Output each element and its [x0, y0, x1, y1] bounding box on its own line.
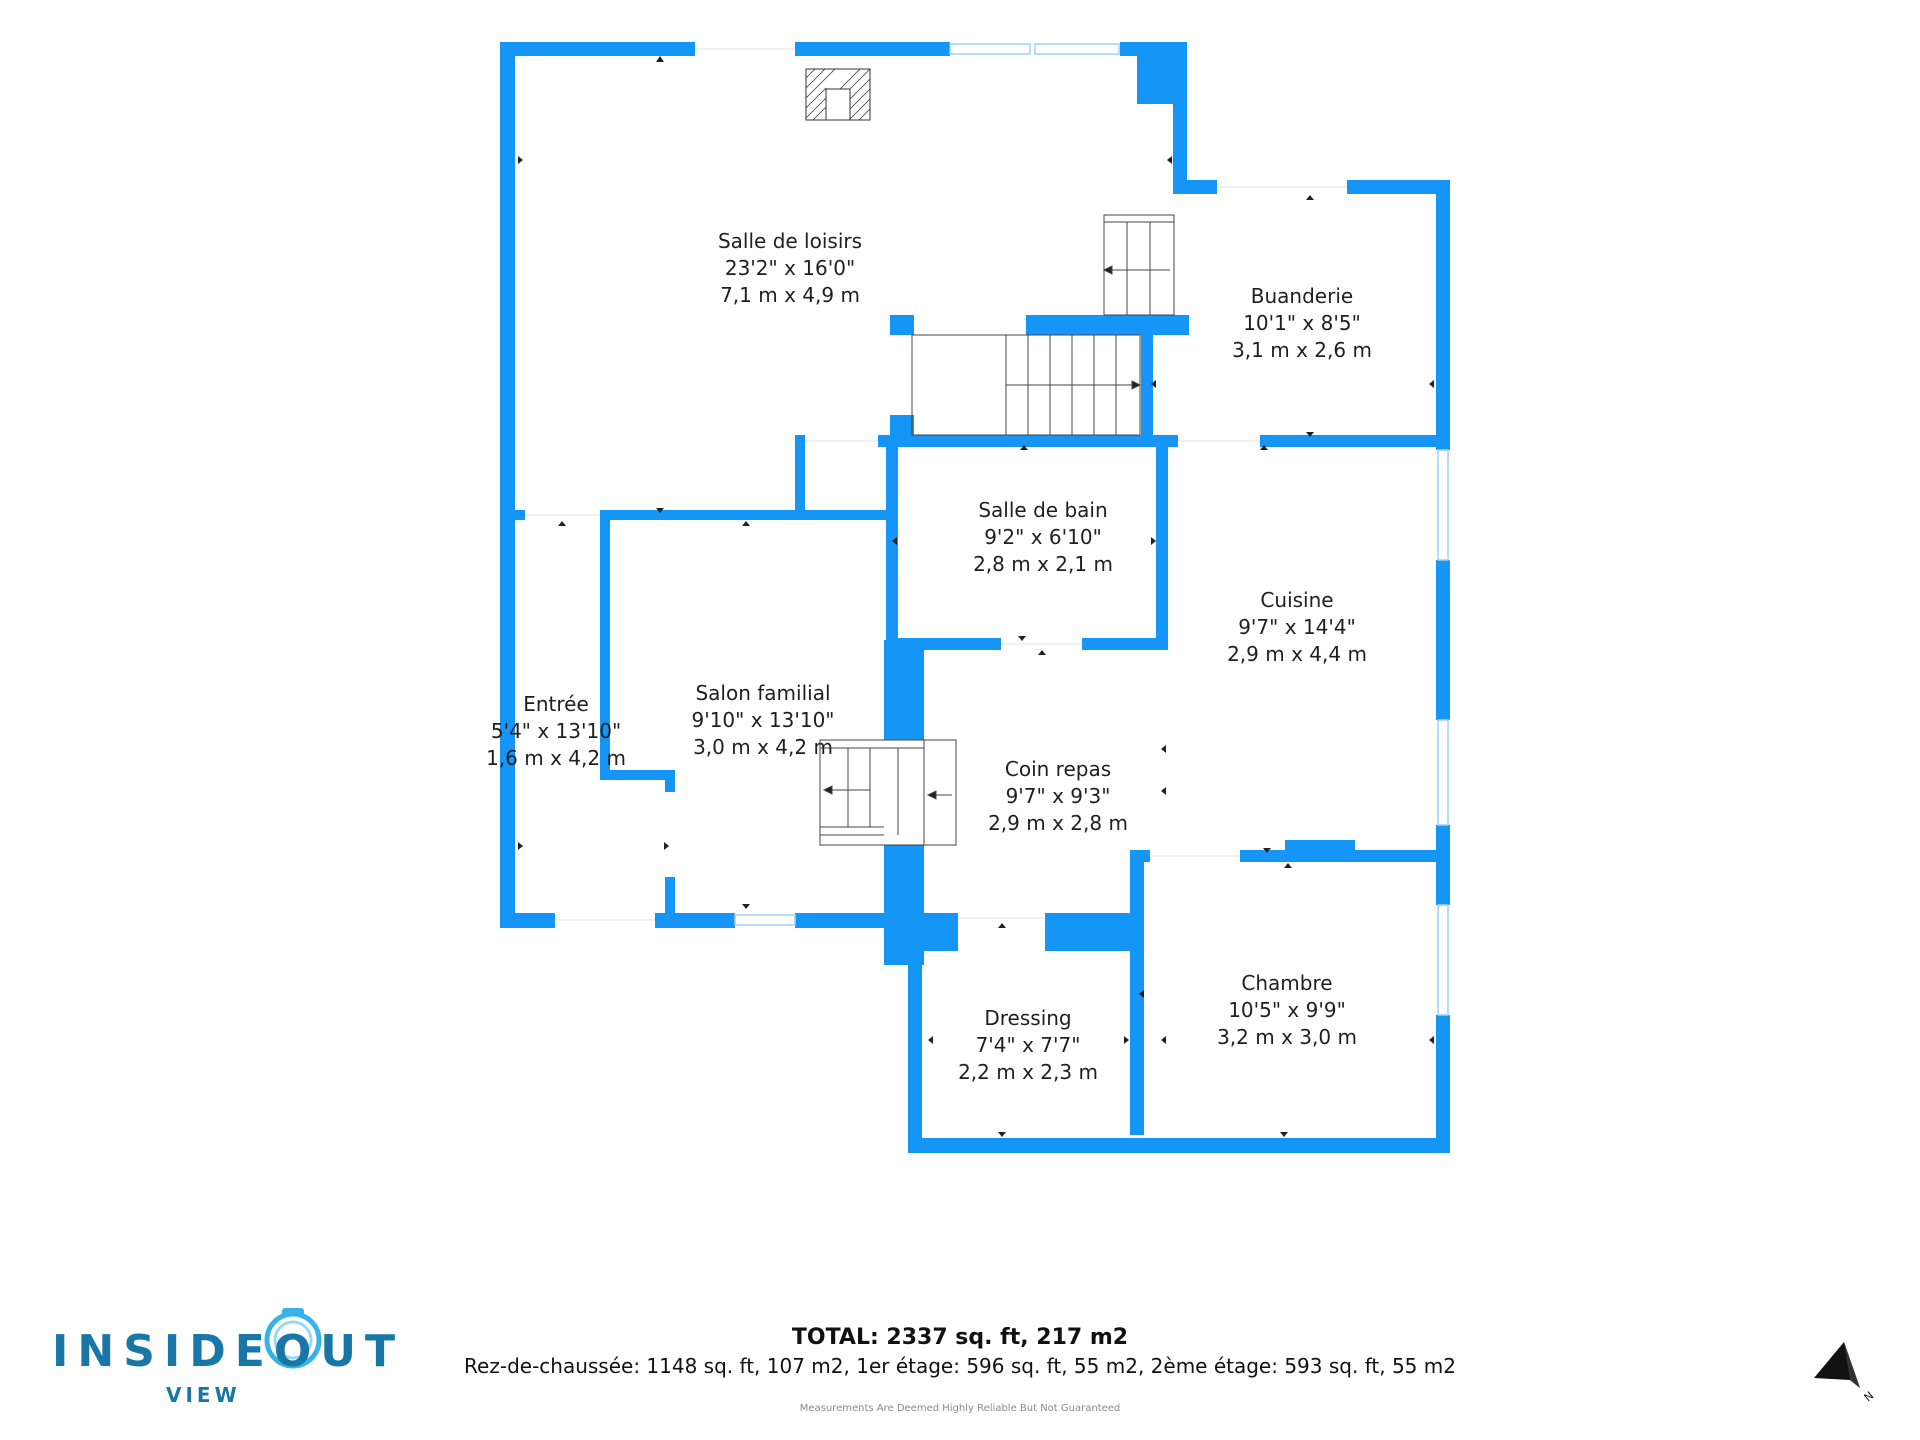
room-name: Salle de bain [978, 498, 1108, 522]
room-dressing: Dressing 7'4" x 7'7" 2,2 m x 2,3 m [928, 1005, 1128, 1086]
camera-ring-icon [264, 1308, 322, 1369]
room-dimensions-metric: 1,6 m x 4,2 m [486, 746, 626, 770]
room-name: Salle de loisirs [717, 229, 863, 253]
logo-wordmark: INSIDEOUT [52, 1326, 404, 1377]
room-name: Entrée [523, 692, 589, 716]
room-dimensions-imperial: 9'10" x 13'10" [691, 708, 835, 732]
disclaimer: Measurements Are Deemed Highly Reliable … [799, 1403, 1121, 1414]
staircase-upper [1102, 214, 1175, 316]
insideout-view-logo: INSIDEOUT VIEW [48, 1302, 395, 1412]
room-name: Chambre [1241, 971, 1333, 995]
room-dimensions-imperial: 9'7" x 9'3" [1005, 784, 1111, 808]
room-salle-de-bain: Salle de bain 9'2" x 6'10" 2,8 m x 2,1 m [943, 497, 1143, 578]
total-area: TOTAL: 2337 sq. ft, 217 m2 [791, 1325, 1129, 1350]
logo-subtitle: VIEW [166, 1383, 241, 1407]
fireplace-icon [805, 68, 871, 121]
room-dimensions-metric: 3,1 m x 2,6 m [1232, 338, 1372, 362]
room-dimensions-metric: 7,1 m x 4,9 m [720, 283, 860, 307]
room-salon-familial: Salon familial 9'10" x 13'10" 3,0 m x 4,… [663, 680, 863, 761]
room-chambre: Chambre 10'5" x 9'9" 3,2 m x 3,0 m [1187, 970, 1387, 1051]
room-dimensions-metric: 2,9 m x 4,4 m [1227, 642, 1367, 666]
room-dimensions-metric: 2,2 m x 2,3 m [958, 1060, 1098, 1084]
room-name: Coin repas [1004, 757, 1112, 781]
room-name: Dressing [984, 1006, 1072, 1030]
room-entree: Entrée 5'4" x 13'10" 1,6 m x 4,2 m [456, 691, 656, 772]
room-coin-repas: Coin repas 9'7" x 9'3" 2,9 m x 2,8 m [958, 756, 1158, 837]
compass-label: N [1862, 1389, 1877, 1404]
room-name: Cuisine [1260, 588, 1334, 612]
north-arrow-icon: N [1814, 1342, 1877, 1404]
room-name: Salon familial [695, 681, 831, 705]
room-dimensions-imperial: 10'1" x 8'5" [1243, 311, 1361, 335]
walls [500, 42, 1450, 1153]
room-dimensions-metric: 2,8 m x 2,1 m [973, 552, 1113, 576]
room-cuisine: Cuisine 9'7" x 14'4" 2,9 m x 4,4 m [1197, 587, 1397, 668]
windows [734, 43, 1449, 1016]
room-dimensions-metric: 3,0 m x 4,2 m [693, 735, 833, 759]
room-dimensions-imperial: 9'2" x 6'10" [984, 525, 1102, 549]
room-dimensions-imperial: 5'4" x 13'10" [490, 719, 622, 743]
room-dimensions-metric: 3,2 m x 3,0 m [1217, 1025, 1357, 1049]
dimension-markers [518, 56, 1434, 1137]
room-dimensions-imperial: 23'2" x 16'0" [724, 256, 856, 280]
staircase-lower [819, 739, 957, 846]
room-dimensions-imperial: 7'4" x 7'7" [975, 1033, 1081, 1057]
openings [525, 48, 1347, 921]
room-dimensions-metric: 2,9 m x 2,8 m [988, 811, 1128, 835]
floor-breakdown: Rez-de-chaussée: 1148 sq. ft, 107 m2, 1e… [464, 1354, 1456, 1378]
room-dimensions-imperial: 9'7" x 14'4" [1238, 615, 1356, 639]
room-salle-de-loisirs: Salle de loisirs 23'2" x 16'0" 7,1 m x 4… [690, 228, 890, 309]
room-name: Buanderie [1250, 284, 1354, 308]
room-dimensions-imperial: 10'5" x 9'9" [1228, 998, 1346, 1022]
staircase-middle [911, 334, 1142, 436]
room-buanderie: Buanderie 10'1" x 8'5" 3,1 m x 2,6 m [1202, 283, 1402, 364]
